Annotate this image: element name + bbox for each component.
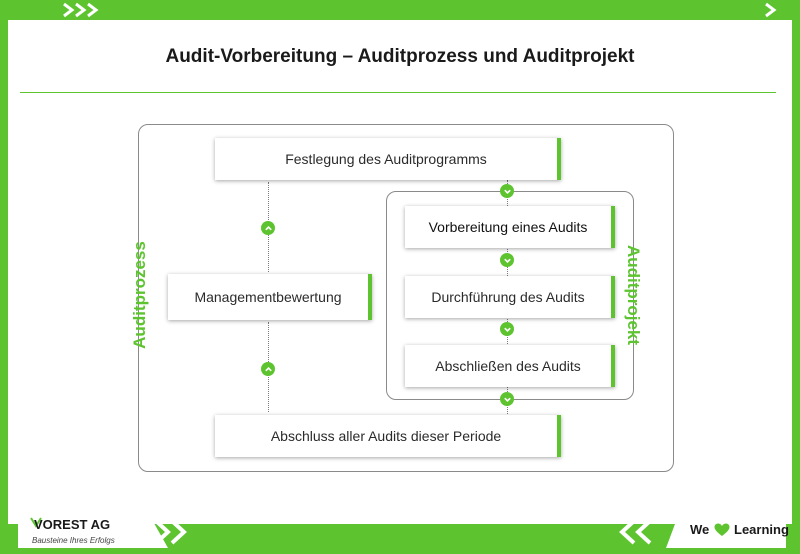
top-banner: [0, 0, 800, 20]
company-tagline: Bausteine Ihres Erfolgs: [32, 536, 115, 545]
double-chevron-icon: [154, 519, 187, 545]
chevron-down-icon: [500, 253, 514, 267]
auditprozess-label: Auditprozess: [130, 241, 149, 349]
logo-mark-icon: [30, 517, 42, 528]
we-text: We: [690, 522, 710, 537]
node-durchfuehrung: Durchführung des Audits: [405, 276, 615, 318]
double-chevron-left-icon: [619, 519, 652, 545]
auditprojekt-label: Auditprojekt: [624, 244, 643, 346]
node-managementbewertung: Managementbewertung: [168, 274, 372, 320]
chevron-up-icon: [261, 221, 275, 235]
chevron-up-icon: [261, 362, 275, 376]
chevron-down-icon: [500, 392, 514, 406]
chevron-down-icon: [500, 184, 514, 198]
node-abschluss: Abschluss aller Audits dieser Periode: [215, 415, 561, 457]
learning-text: Learning: [734, 522, 789, 537]
company-name: VOREST AG: [34, 517, 111, 532]
node-festlegung: Festlegung des Auditprogramms: [215, 138, 561, 180]
left-border: [0, 0, 8, 554]
node-abschliessen: Abschließen des Audits: [405, 345, 615, 387]
heart-icon: [714, 523, 730, 536]
chevron-down-icon: [500, 322, 514, 336]
company-logo-area: [18, 516, 168, 548]
chevron-right-icon: [765, 2, 777, 18]
node-vorbereitung: Vorbereitung eines Audits: [405, 206, 615, 248]
double-chevron-icon: [63, 2, 99, 18]
right-border: [792, 0, 800, 554]
page-title: Audit-Vorbereitung – Auditprozess und Au…: [165, 46, 635, 67]
title-divider: [20, 92, 776, 93]
